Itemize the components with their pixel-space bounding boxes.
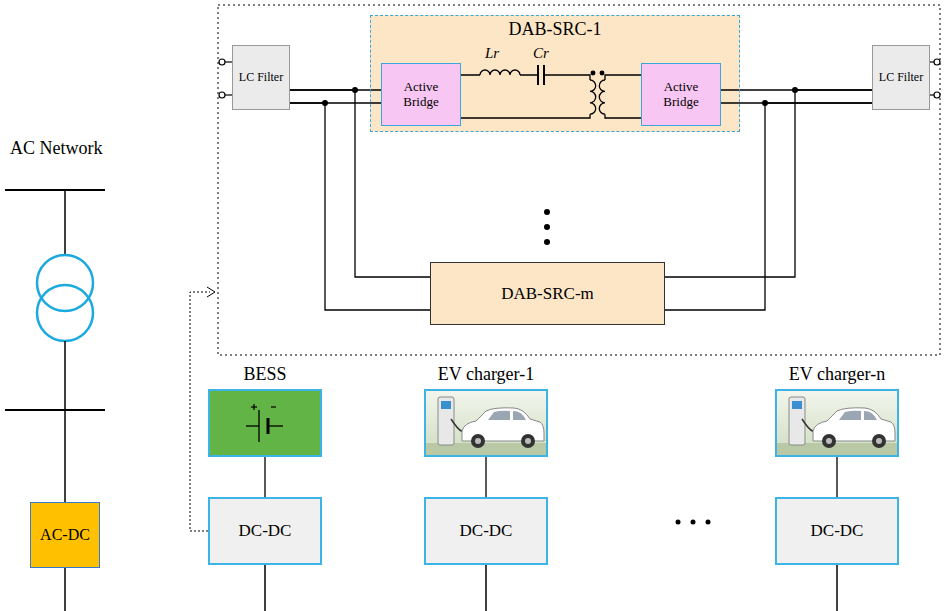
dc-bus-drops [265,565,837,611]
dotted-pointer [207,287,215,297]
resonant-tank [590,80,596,114]
converter-enclosure [370,15,740,132]
ellipsis-dots [706,520,711,525]
terminal-wires [934,92,940,98]
charger-box: EV charger-n [775,389,899,457]
dc-bus-drops [264,565,266,611]
wire-connector [836,457,837,497]
converter-module: DAB-SRC-1Active Bridge Active Bridge [370,15,740,132]
wire-connector [264,457,265,497]
resonant-tank [480,65,605,114]
node-text: Active Bridge [645,80,717,110]
filter-box: LC Filter [232,45,290,110]
ac-grid-drawing [5,189,105,191]
node-text: DAB-SRC-m [501,284,594,304]
terminal-wires [934,59,940,65]
dotted-pointer [190,287,215,531]
bess-battery [253,404,254,410]
resonant-tank [480,70,520,75]
converter-box: DC-DC [424,497,548,565]
node-text: DAB-SRC-1 [508,19,601,40]
wire-connector [721,90,872,103]
bridge-box: Active Bridge [381,63,461,126]
dc-bus-drops [836,565,838,611]
terminal-wires [225,61,232,62]
wire-connector [485,457,486,497]
converter-module: DAB-SRC-m [430,262,665,325]
ev-illustration [424,389,548,457]
bess-battery [208,389,322,457]
resonant-tank [600,71,604,75]
converter-enclosure [218,5,940,355]
node-heading: EV charger-1 [438,364,534,385]
component-label: Lr [485,45,499,62]
bess-battery [208,389,322,457]
bridge-box: Active Bridge [641,63,721,126]
node-text: AC-DC [40,526,90,544]
node-text: Active Bridge [385,80,457,110]
bess-battery [258,410,259,442]
converter-box: AC-DC [30,502,100,568]
resonant-tank [599,80,605,114]
dotted-pointer [190,292,210,531]
ellipsis-dots [676,520,681,525]
ac-grid-drawing [37,285,93,341]
ac-grid-drawing [64,568,66,611]
resonant-tank [591,71,595,75]
ac-grid-drawing [5,190,105,611]
ellipsis-dots [544,224,550,230]
terminal-wires [219,92,225,98]
ev-illustration [424,389,899,457]
charger-box: EV charger-1 [424,389,548,457]
ac-grid-drawing [64,190,66,255]
wire-connector [461,75,641,118]
ev-illustration [775,389,899,457]
converter-enclosure [218,5,940,355]
ac-grid-drawing [5,409,105,411]
ellipsis-dots [691,520,696,525]
wire-connector [290,90,381,103]
battery-box: BESS [208,389,322,457]
ac-grid-drawing [64,410,66,502]
node-text: DC-DC [460,521,513,541]
bess-battery [246,425,259,426]
network-label: AC Network [10,138,103,159]
terminal-wires [225,94,232,95]
node-text: DC-DC [811,521,864,541]
converter-box: DC-DC [775,497,899,565]
ellipsis-dots [544,209,711,525]
node-heading: BESS [243,364,286,385]
bess-battery [268,425,283,426]
bess-battery [271,406,276,407]
ellipsis-dots [544,239,550,245]
converter-box: DC-DC [208,497,322,565]
filter-box: LC Filter [872,45,930,110]
ac-grid-drawing [64,341,66,410]
ac-grid-drawing [37,255,93,311]
node-text: DC-DC [239,521,292,541]
node-text: LC Filter [879,71,923,85]
component-label: Cr [533,45,549,62]
terminal-wires [219,59,225,65]
dc-bus-drops [485,565,487,611]
node-text: LC Filter [239,71,283,85]
terminal-wires [219,59,940,98]
ellipsis-dots [544,209,550,215]
node-heading: EV charger-n [789,364,885,385]
